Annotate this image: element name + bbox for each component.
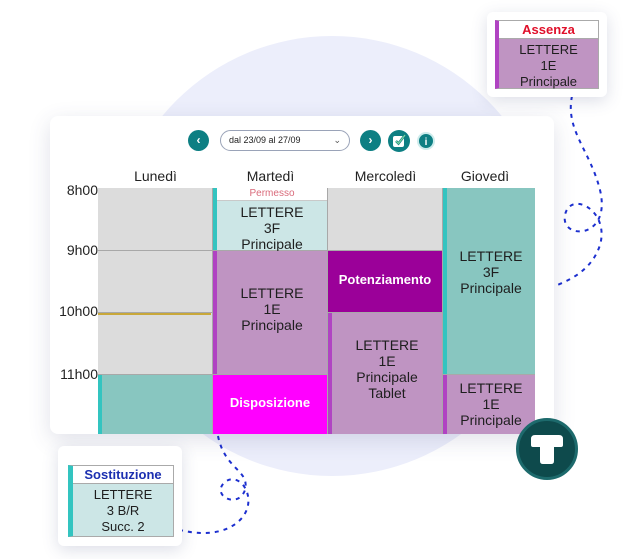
assenza-body: LETTERE 1E Principale: [519, 42, 578, 89]
chevron-right-icon[interactable]: ›: [360, 130, 381, 151]
slot-wednesday-potenziamento[interactable]: Potenziamento: [328, 251, 442, 312]
chevron-left-icon[interactable]: ‹: [188, 130, 209, 151]
chevron-down-icon: ⌄: [333, 135, 341, 145]
slot-tuesday-9[interactable]: LETTERE 1E Principale: [213, 251, 327, 374]
sostituzione-title: Sostituzione: [73, 466, 173, 484]
day-header-monday: Lunedì: [134, 168, 177, 184]
slot-monday-11[interactable]: [98, 375, 212, 434]
info-icon[interactable]: i: [417, 132, 435, 150]
assenza-title: Assenza: [499, 21, 598, 39]
timetable-panel: ‹ dal 23/09 al 27/09 ⌄ › i Lunedì Marted…: [50, 116, 554, 434]
slot-thursday-8[interactable]: LETTERE 3F Principale: [443, 188, 535, 374]
hour-label-9: 9h00: [66, 242, 98, 258]
sostituzione-body: LETTERE 3 B/R Succ. 2: [93, 487, 153, 534]
day-header-thursday: Giovedì: [460, 168, 510, 184]
t-shirt-logo-icon: [516, 418, 578, 480]
sostituzione-card[interactable]: Sostituzione LETTERE 3 B/R Succ. 2: [58, 446, 182, 546]
day-header-wednesday: Mercoledì: [354, 168, 417, 184]
date-range-text: dal 23/09 al 27/09: [229, 135, 301, 145]
slot-tuesday-8[interactable]: Permesso LETTERE 3F Principale: [213, 188, 327, 252]
assenza-card[interactable]: Assenza LETTERE 1E Principale: [487, 12, 607, 97]
hour-label-10: 10h00: [59, 303, 98, 319]
week-toolbar: ‹ dal 23/09 al 27/09 ⌄ › i: [50, 128, 554, 154]
hour-label-8: 8h00: [66, 182, 98, 198]
checklist-icon[interactable]: [388, 130, 410, 152]
slot-thursday-11[interactable]: LETTERE 1E Principale: [443, 375, 535, 434]
week-date-select[interactable]: dal 23/09 al 27/09 ⌄: [220, 130, 350, 151]
day-header-tuesday: Martedì: [246, 168, 295, 184]
hour-label-11: 11h00: [60, 366, 98, 382]
slot-wednesday-10[interactable]: LETTERE 1E Principale Tablet: [328, 313, 442, 434]
slot-tuesday-disposizione[interactable]: Disposizione: [213, 375, 327, 434]
permesso-tag: Permesso: [217, 188, 327, 201]
current-time-line: [98, 313, 211, 315]
